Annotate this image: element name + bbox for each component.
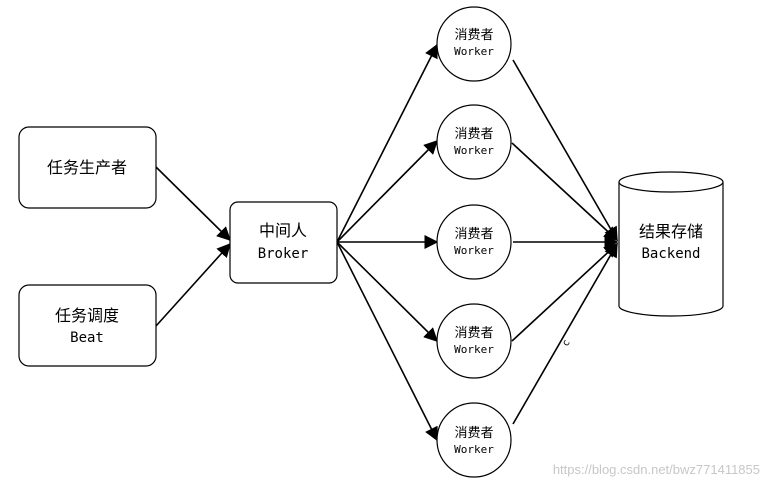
backend-label: 结果存储	[639, 222, 703, 241]
scheduler-label: 任务调度	[55, 306, 119, 325]
broker-sublabel: Broker	[258, 246, 309, 262]
broker-label: 中间人	[259, 221, 307, 240]
producer-node: 任务生产者	[18, 126, 157, 209]
edge-broker-worker-5	[336, 241, 438, 442]
backend-node: 结果存储 Backend	[618, 171, 724, 317]
worker-sublabel: Worker	[454, 443, 494, 456]
producer-label: 任务生产者	[47, 158, 127, 177]
edge-broker-worker-2	[336, 140, 438, 243]
worker-node-4: 消费者 Worker	[436, 303, 512, 379]
scheduler-node: 任务调度 Beat	[18, 284, 157, 367]
edge-scheduler-broker	[155, 242, 231, 327]
edge-worker-4-backend	[511, 243, 619, 342]
worker-node-2: 消费者 Worker	[436, 104, 512, 180]
scheduler-sublabel: Beat	[70, 330, 104, 346]
worker-node-5: 消费者 Worker	[436, 402, 512, 478]
edge-producer-broker	[155, 166, 231, 241]
watermark-text: https://blog.csdn.net/bwz771411855	[553, 462, 760, 477]
edge-label: c	[560, 338, 573, 349]
worker-label: 消费者	[454, 326, 493, 341]
edge-broker-worker-1	[336, 43, 438, 243]
worker-label: 消费者	[454, 28, 493, 43]
edge-worker-1-backend	[512, 59, 618, 242]
worker-node-3: 消费者 Worker	[436, 204, 512, 280]
worker-node-1: 消费者 Worker	[436, 6, 512, 82]
backend-sublabel: Backend	[641, 246, 700, 262]
worker-label: 消费者	[454, 426, 493, 441]
worker-sublabel: Worker	[454, 244, 494, 257]
worker-sublabel: Worker	[454, 343, 494, 356]
worker-sublabel: Worker	[454, 144, 494, 157]
worker-sublabel: Worker	[454, 45, 494, 58]
broker-node: 中间人 Broker	[229, 201, 338, 284]
edge-broker-worker-4	[336, 241, 438, 342]
worker-label: 消费者	[454, 227, 493, 242]
edge-worker-2-backend	[511, 142, 619, 241]
worker-label: 消费者	[454, 127, 493, 142]
edge-worker-5-backend	[512, 242, 618, 425]
